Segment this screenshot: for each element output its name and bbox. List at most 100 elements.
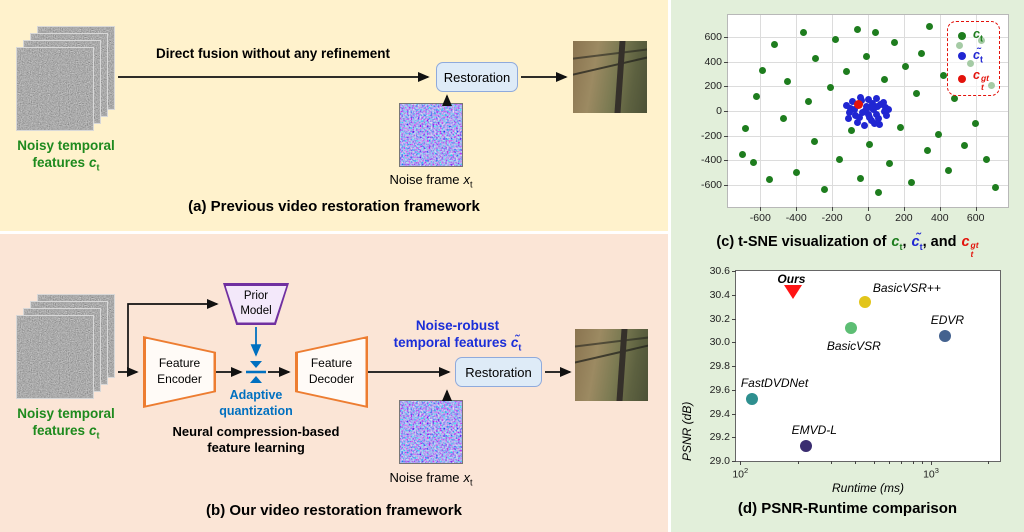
noise-robust-features-label: Noise-robust temporal features c̃t: [370, 318, 545, 354]
y-tick-mark: [732, 413, 736, 415]
point-ct_tilde: [880, 108, 888, 116]
restoration-label: Restoration: [443, 69, 511, 85]
y-tick-mark: [724, 61, 728, 63]
legend-dot-icon: [958, 31, 967, 40]
symbol-ct-tilde: c̃t: [510, 334, 522, 353]
caption-psnr-runtime: (d) PSNR-Runtime comparison: [737, 500, 958, 517]
point-ct_tilde: [883, 112, 891, 120]
point-ct: [945, 166, 953, 174]
symbol-ct-tilde: c̃t: [911, 234, 923, 252]
point-ct_tilde: [861, 106, 869, 114]
x-minor-tick-mark: [831, 461, 833, 464]
point-ct_tilde: [875, 114, 883, 122]
point-ct: [848, 127, 856, 135]
x-minor-tick-mark: [873, 461, 875, 464]
photo-cable: [573, 56, 647, 77]
y-tick-mark: [724, 184, 728, 186]
x-minor-tick-mark: [912, 461, 914, 464]
restoration-box: Restoration: [436, 62, 518, 92]
point-ct: [783, 77, 791, 85]
point-ct_tilde: [847, 105, 855, 113]
point-ct: [821, 186, 829, 194]
y-tick-mark: [724, 111, 728, 112]
point-ct_tilde: [864, 96, 872, 104]
label-text: quantization: [219, 403, 293, 418]
label-text: Adaptive: [229, 388, 283, 402]
point-ct_tilde: [865, 111, 873, 119]
x-minor-tick-mark: [922, 461, 924, 464]
noise-frame-image: [399, 103, 463, 167]
noise-frame-label: Noise frame xt: [369, 470, 493, 489]
y-tick-mark: [732, 318, 736, 320]
y-tick-mark: [724, 37, 728, 39]
point-ct: [835, 155, 843, 163]
point-ct: [886, 160, 894, 168]
point-ct: [812, 54, 820, 62]
neural-compression-label: Neural compression-based feature learnin…: [150, 424, 362, 457]
caption-text: (c) t-SNE visualization of: [716, 234, 887, 250]
label-text: Noisy temporal: [17, 406, 115, 421]
point-ct: [758, 66, 766, 74]
gridline-horizontal: [728, 86, 1008, 88]
point-ct: [891, 38, 899, 46]
point-ct_tilde: [851, 111, 859, 119]
point-fastdvdnet: [745, 393, 758, 406]
y-tick-mark: [732, 389, 736, 391]
y-tick-label: 400: [704, 55, 722, 68]
label-text: features: [32, 422, 85, 438]
symbol-ct: ct: [89, 422, 100, 441]
x-tick-mark: [903, 207, 905, 211]
x-minor-tick-mark: [888, 461, 890, 464]
noisy-features-stack: [16, 26, 116, 132]
y-tick-label: 200: [704, 80, 722, 93]
point-ct: [742, 124, 750, 132]
y-tick-mark: [732, 461, 736, 462]
point-ct: [961, 141, 969, 149]
y-tick-label: -400: [700, 154, 722, 167]
x-tick-label: -200: [821, 212, 843, 224]
label-text: Noise-robust: [415, 318, 500, 333]
point-ct: [934, 130, 942, 138]
point-ct_tilde: [874, 103, 882, 111]
x-tick-label: 200: [895, 212, 913, 224]
y-tick-label: 30.0: [709, 336, 730, 349]
quantizer-icon: [250, 361, 262, 368]
photo-cable: [575, 344, 648, 365]
label-ours: Ours: [777, 272, 806, 287]
legend-entry: c̃t: [958, 48, 989, 65]
x-tick-label: -600: [749, 212, 771, 224]
point-ct: [805, 97, 813, 105]
gridline-horizontal: [728, 160, 1008, 162]
point-ct: [857, 175, 865, 183]
label-text: feature learning: [207, 440, 305, 456]
point-ct: [875, 188, 883, 196]
point-edvr: [938, 330, 951, 343]
point-ct: [810, 138, 818, 146]
point-ct_tilde: [881, 103, 889, 111]
x-axis-label: Runtime (ms): [831, 481, 904, 495]
gridline-horizontal: [728, 37, 1008, 39]
video-frame: [16, 315, 94, 399]
point-ct_tilde: [872, 95, 880, 103]
y-tick-label: 30.4: [709, 288, 730, 301]
label-text: Noisy temporal: [17, 138, 115, 153]
point-ct_tilde: [842, 101, 850, 109]
caption-tsne: (c) t-SNE visualization of ct , c̃t , an…: [671, 234, 1024, 259]
point-ct_tilde: [870, 120, 878, 128]
x-tick-mark: [760, 207, 762, 211]
point-ct_tilde: [853, 118, 861, 126]
x-tick-label: 400: [931, 212, 949, 224]
gridline-horizontal: [728, 184, 1008, 186]
point-ct: [780, 114, 788, 122]
photo-cable: [575, 335, 648, 347]
noisy-features-label: Noisy temporal features ct: [0, 406, 132, 442]
label-text: Noise frame: [389, 470, 460, 485]
label-fastdvdnet: FastDVDNet: [740, 376, 809, 391]
fusion-arrow-label: Direct fusion without any refinement: [155, 46, 391, 61]
caption-panel-a: (a) Previous video restoration framework: [188, 198, 480, 215]
